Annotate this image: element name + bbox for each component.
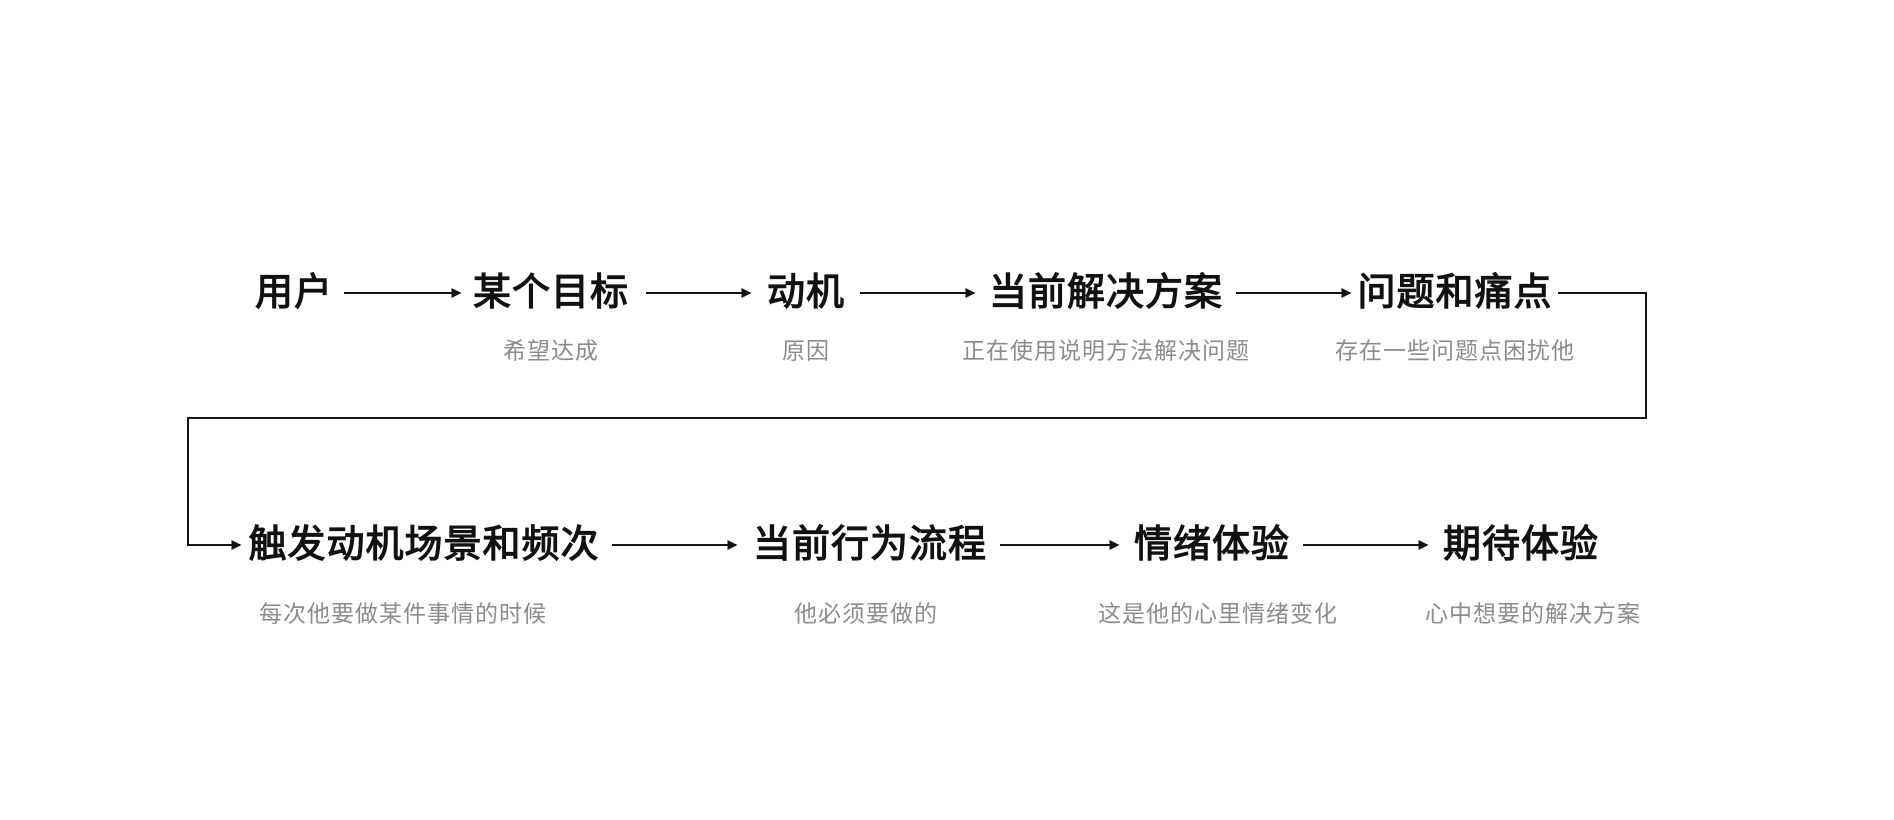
node-current-solution-subtitle: 正在使用说明方法解决问题 — [962, 337, 1250, 364]
node-goal-title: 某个目标 — [472, 272, 630, 314]
node-expected-experience-title: 期待体验 — [1442, 524, 1600, 566]
loopback-connector-painpoints-to-trigger — [187, 292, 1647, 550]
node-emotional-experience-subtitle: 这是他的心里情绪变化 — [1098, 600, 1338, 627]
node-user-title: 用户 — [254, 272, 334, 314]
node-pain-points-title: 问题和痛点 — [1357, 272, 1553, 314]
node-current-behavior-flow-subtitle: 他必须要做的 — [794, 600, 938, 627]
node-pain-points-subtitle: 存在一些问题点困扰他 — [1335, 337, 1575, 364]
node-motivation-subtitle: 原因 — [782, 337, 830, 364]
node-current-solution-title: 当前解决方案 — [988, 272, 1224, 314]
node-trigger-scene-frequency-subtitle: 每次他要做某件事情的时候 — [259, 600, 547, 627]
node-current-behavior-flow-title: 当前行为流程 — [752, 524, 988, 566]
node-emotional-experience-title: 情绪体验 — [1133, 524, 1291, 566]
node-expected-experience-subtitle: 心中想要的解决方案 — [1425, 600, 1641, 627]
node-trigger-scene-frequency-title: 触发动机场景和频次 — [248, 524, 600, 566]
node-goal-subtitle: 希望达成 — [503, 337, 599, 364]
node-motivation-title: 动机 — [766, 272, 846, 314]
